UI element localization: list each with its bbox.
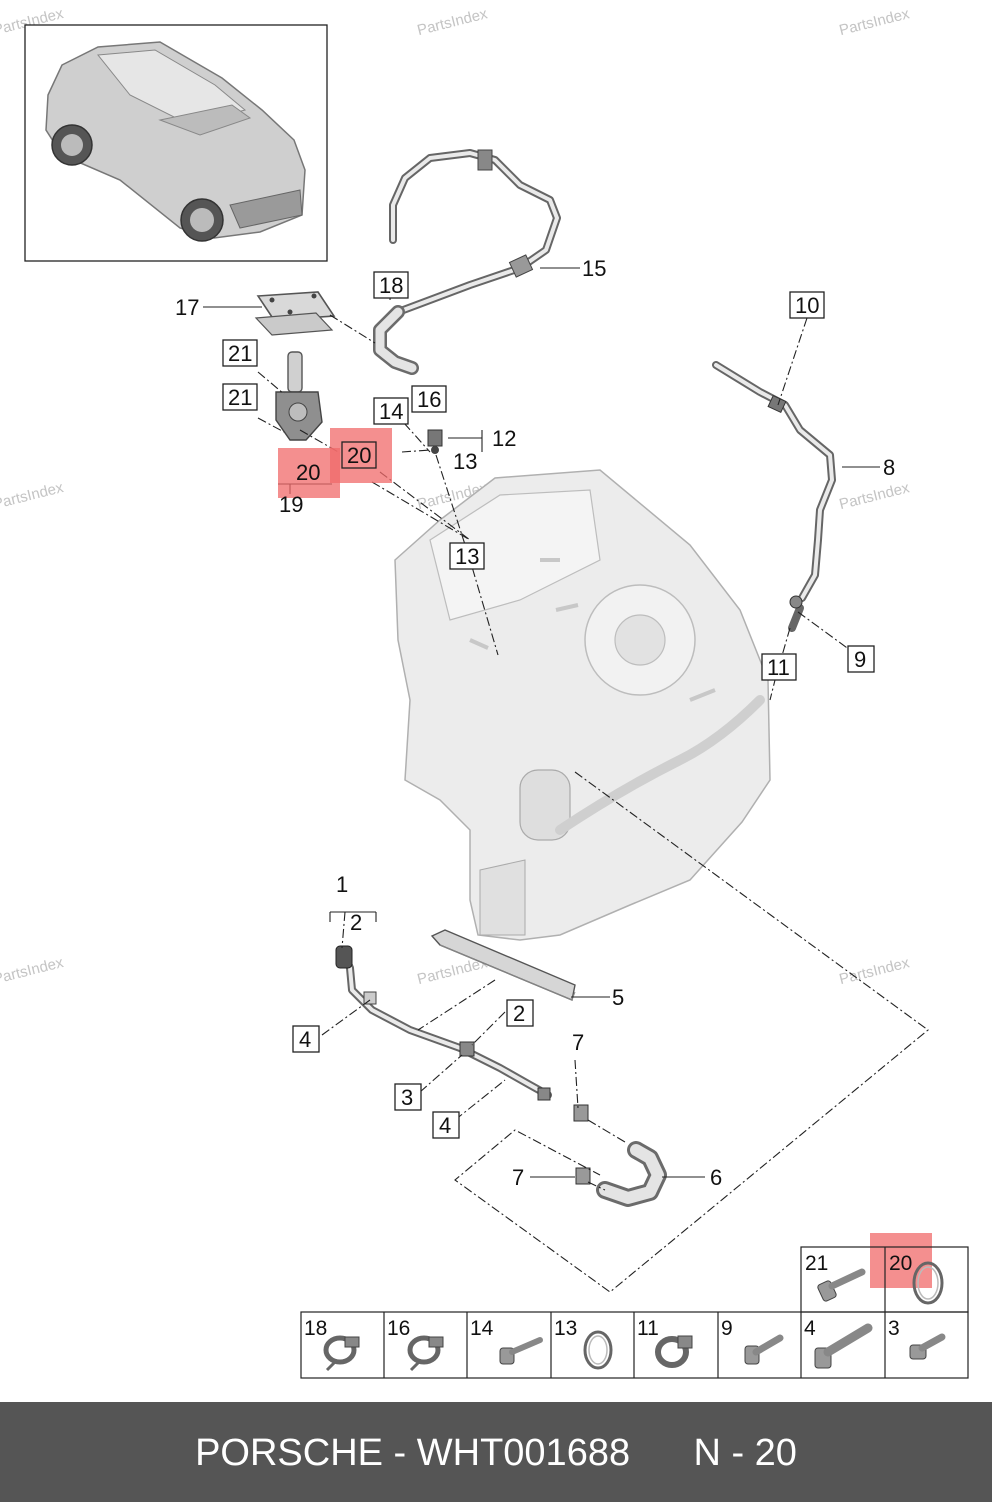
callout-7: 7 xyxy=(512,1165,524,1190)
car-illustration xyxy=(45,41,306,242)
callout-11: 11 xyxy=(767,655,790,680)
legend-label: 3 xyxy=(888,1317,900,1340)
callout-17: 17 xyxy=(175,295,199,320)
footer-caption: PORSCHE - WHT001688 N - 20 xyxy=(0,1432,992,1475)
position-label: N - 20 xyxy=(693,1432,797,1474)
part-code: WHT001688 xyxy=(416,1432,631,1474)
callout-9: 9 xyxy=(854,647,866,672)
callout-1: 1 xyxy=(336,872,348,897)
callout-5: 5 xyxy=(612,985,624,1010)
seal-ring-icon xyxy=(583,1330,613,1370)
callouts: 18 21 21 16 14 20 20 19 17 15 12 13 13 1… xyxy=(175,256,895,1190)
highlight-part-20 xyxy=(278,428,932,1288)
part-5-heat-shield xyxy=(430,929,576,1001)
callout-15: 15 xyxy=(582,256,606,281)
callout-3: 3 xyxy=(401,1085,413,1110)
callout-13: 13 xyxy=(455,544,479,569)
callout-20: 20 xyxy=(347,443,371,468)
watermark: PartsIndex xyxy=(837,5,911,39)
watermark: PartsIndex xyxy=(0,954,66,988)
callout-2: 2 xyxy=(513,1001,525,1026)
legend-label: 9 xyxy=(721,1317,733,1340)
bolt-icon xyxy=(499,1337,543,1365)
legend-label: 16 xyxy=(387,1317,410,1340)
legend-label: 4 xyxy=(804,1317,816,1340)
part-19-separator xyxy=(275,351,323,441)
callout-19: 19 xyxy=(279,492,303,517)
part-1-coolant-hose xyxy=(335,945,552,1101)
legend-label: 13 xyxy=(554,1317,577,1340)
legend-label: 11 xyxy=(637,1317,659,1340)
hose-clamp-icon xyxy=(407,1335,444,1372)
watermark: PartsIndex xyxy=(837,479,911,513)
legend-label: 14 xyxy=(470,1317,494,1340)
callout-20: 20 xyxy=(296,460,320,485)
bolt-icon xyxy=(817,1268,866,1302)
callout-6: 6 xyxy=(710,1165,722,1190)
callout-4: 4 xyxy=(439,1113,451,1138)
callout-7: 7 xyxy=(572,1030,584,1055)
callout-10: 10 xyxy=(795,293,819,318)
callout-21: 21 xyxy=(228,341,252,366)
part-12-fitting xyxy=(427,429,443,454)
watermark: PartsIndex xyxy=(415,5,489,39)
separator: - xyxy=(382,1432,417,1474)
hose-clamp-icon xyxy=(655,1335,693,1368)
footer-bar xyxy=(0,1402,992,1502)
callout-8: 8 xyxy=(883,455,895,480)
legend-label: 20 xyxy=(889,1252,912,1275)
vehicle-thumbnail xyxy=(24,24,328,262)
engine-block xyxy=(394,469,771,941)
part-17-plate xyxy=(254,291,336,336)
callout-12: 12 xyxy=(492,426,516,451)
callout-2: 2 xyxy=(350,910,362,935)
part-15-breather-pipe xyxy=(373,149,561,375)
watermark: PartsIndex xyxy=(0,479,66,513)
callout-box-18 xyxy=(373,271,409,299)
callout-13: 13 xyxy=(453,449,477,474)
o-ring-icon xyxy=(912,1261,944,1305)
part-8-coolant-pipe xyxy=(712,361,836,632)
callout-21: 21 xyxy=(228,385,252,410)
brand-name: PORSCHE xyxy=(195,1432,383,1474)
bolt-icon xyxy=(909,1333,946,1360)
hose-clamp-icon xyxy=(323,1335,360,1372)
callout-16: 16 xyxy=(417,387,441,412)
parts-legend: 21 20 18 16 14 13 11 9 4 3 xyxy=(300,1246,969,1379)
callout-18: 18 xyxy=(379,273,403,298)
callout-4: 4 xyxy=(299,1027,311,1052)
legend-label: 21 xyxy=(805,1252,828,1275)
watermark: PartsIndex xyxy=(837,954,911,988)
bolt-icon xyxy=(814,1323,873,1369)
part-6-hose xyxy=(573,1104,667,1207)
callout-14: 14 xyxy=(379,399,403,424)
legend-label: 18 xyxy=(304,1317,327,1340)
bolt-icon xyxy=(744,1334,784,1365)
